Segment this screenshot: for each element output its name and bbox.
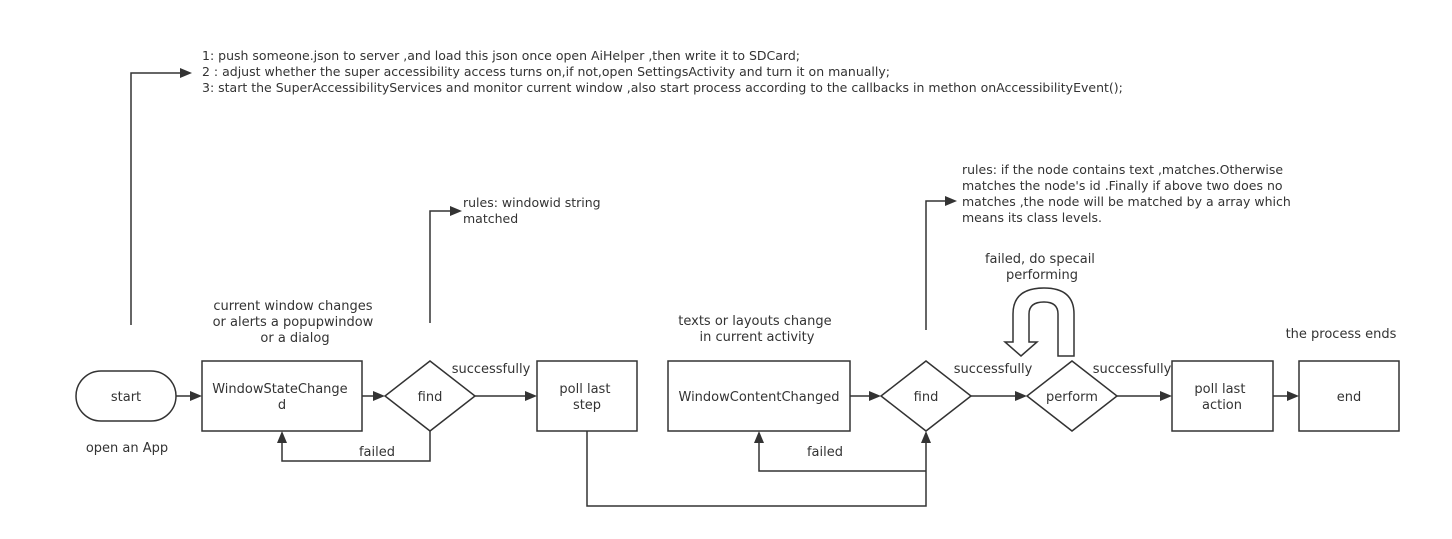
end-label: end [1337, 390, 1362, 405]
find-decision-1-label: find [418, 390, 443, 405]
edge-label-success-3: successfully [1093, 362, 1172, 377]
window-rule-note: rules: windowid string matched [463, 195, 605, 226]
edge-label-failed-1: failed [359, 445, 395, 460]
arrow-find2-failed-loop [758, 443, 926, 472]
arrowhead [921, 431, 931, 443]
perform-decision [1025, 360, 1119, 432]
arrowhead [1287, 391, 1299, 401]
window-content-changed-node [667, 360, 851, 432]
arrowhead [373, 391, 385, 401]
arrow-perform-self-loop [1003, 287, 1075, 357]
window-change-note: current window changes or alerts a popup… [213, 299, 378, 346]
find-decision-2 [879, 360, 973, 432]
arrow-poll-step-to-find2 [586, 431, 927, 507]
arrowhead [1160, 391, 1172, 401]
poll-last-step-label: poll last step [559, 382, 614, 413]
arrowhead [1015, 391, 1027, 401]
arrow-start-to-setup-note [130, 72, 180, 325]
window-content-changed-label: WindowContentChanged [679, 390, 840, 405]
arrowhead [450, 206, 462, 216]
process-end-note: the process ends [1286, 327, 1397, 342]
find-decision-1 [383, 360, 477, 432]
find-decision-2-label: find [914, 390, 939, 405]
edge-label-success-2: successfully [954, 362, 1033, 377]
node-rule-note: rules: if the node contains text ,matche… [962, 162, 1295, 225]
poll-last-action-node [1171, 360, 1274, 432]
start-node [75, 370, 177, 422]
arrowhead [525, 391, 537, 401]
arrow-find1-to-window-rule [429, 210, 450, 323]
arrowhead [754, 431, 764, 443]
poll-last-step-node [536, 360, 638, 432]
arrowhead [190, 391, 202, 401]
arrowhead [945, 196, 957, 206]
arrow-find1-failed-loop [281, 431, 431, 462]
open-app-note: open an App [86, 441, 168, 456]
edge-label-failed-2: failed [807, 445, 843, 460]
arrowhead [869, 391, 881, 401]
special-perform-note: failed, do specail performing [985, 252, 1099, 283]
end-node [1298, 360, 1400, 432]
perform-decision-label: perform [1046, 390, 1098, 405]
window-state-changed-label: WindowStateChange d [212, 382, 352, 413]
edge-label-success-1: successfully [452, 362, 531, 377]
arrow-find2-to-node-rule [925, 200, 945, 330]
arrowhead [180, 68, 192, 78]
content-change-note: texts or layouts change in current activ… [678, 314, 835, 345]
setup-steps-note: 1: push someone.json to server ,and load… [202, 48, 1123, 95]
window-state-changed-node [201, 360, 363, 432]
arrowhead [277, 431, 287, 443]
start-label: start [111, 390, 141, 405]
poll-last-action-label: poll last action [1194, 382, 1249, 413]
